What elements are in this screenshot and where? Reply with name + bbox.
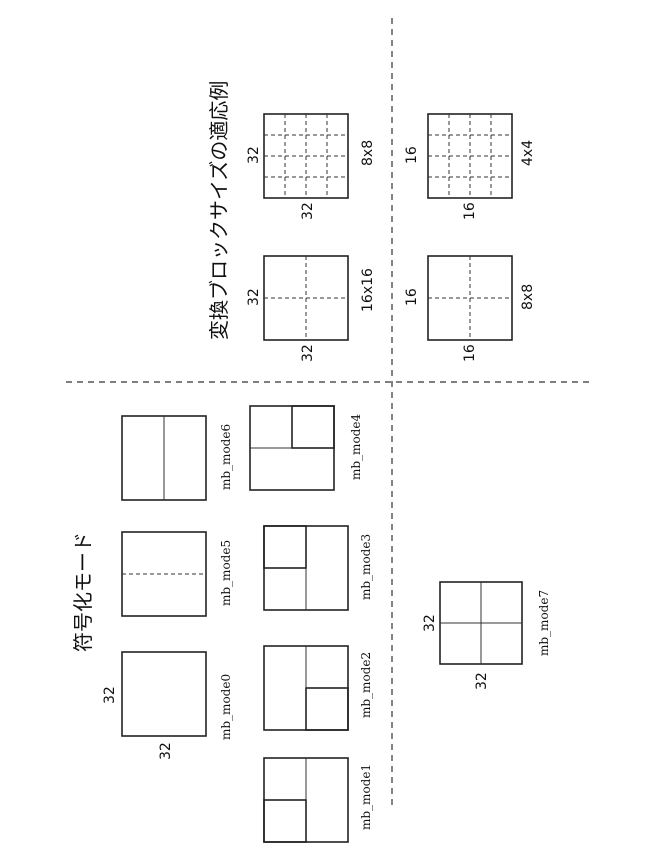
mb-mode6-label: mb_mode6 bbox=[219, 424, 233, 490]
transform-8x8-large-height: 32 bbox=[246, 146, 262, 164]
transform-4x4-height: 16 bbox=[404, 146, 420, 164]
transform-8x8-small-label: 8x8 bbox=[520, 284, 536, 310]
coding-mode-title: 符号化モード bbox=[71, 532, 95, 652]
mb-mode3-label: mb_mode3 bbox=[359, 534, 373, 600]
mb-mode7-block: 32 32 mb_mode7 bbox=[422, 582, 551, 690]
mb-mode1-label: mb_mode1 bbox=[359, 764, 373, 830]
mb-mode0-size-top: 32 bbox=[102, 686, 118, 704]
transform-size-title: 変換ブロックサイズの適応例 bbox=[207, 81, 231, 340]
mb-mode7-size-side: 32 bbox=[474, 672, 490, 690]
transform-16x16-label: 16x16 bbox=[360, 268, 376, 312]
mb-mode0-label: mb_mode0 bbox=[219, 674, 233, 740]
transform-block-16x16: 32 32 16x16 bbox=[246, 256, 376, 362]
mb-mode4-block: mb_mode4 bbox=[250, 406, 363, 490]
mb-mode5-block: mb_mode5 bbox=[122, 532, 233, 616]
mb-mode2-block: mb_mode2 bbox=[264, 646, 373, 730]
transform-16x16-height: 32 bbox=[246, 288, 262, 306]
transform-16x16-width: 32 bbox=[300, 344, 316, 362]
transform-8x8-large-label: 8x8 bbox=[360, 140, 376, 166]
transform-block-8x8-large: 32 32 8x8 bbox=[246, 114, 376, 220]
transform-block-8x8-small: 16 16 8x8 bbox=[404, 256, 536, 362]
mb-mode5-label: mb_mode5 bbox=[219, 540, 233, 606]
mb-mode2-label: mb_mode2 bbox=[359, 652, 373, 718]
mb-mode0-size-side: 32 bbox=[158, 742, 174, 760]
transform-8x8-small-width: 16 bbox=[462, 344, 478, 362]
mb-mode1-block: mb_mode1 bbox=[264, 758, 373, 842]
mb-mode7-label: mb_mode7 bbox=[537, 590, 551, 656]
transform-4x4-width: 16 bbox=[462, 202, 478, 220]
transform-8x8-small-height: 16 bbox=[404, 288, 420, 306]
mb-mode0-block: 32 32 mb_mode0 bbox=[102, 652, 233, 760]
mb-mode6-block: mb_mode6 bbox=[122, 416, 233, 500]
transform-block-4x4: 16 16 4x4 bbox=[404, 114, 536, 220]
mb-mode3-block: mb_mode3 bbox=[264, 526, 373, 610]
transform-4x4-label: 4x4 bbox=[520, 140, 536, 166]
mb-mode7-size-top: 32 bbox=[422, 614, 438, 632]
mb-mode4-label: mb_mode4 bbox=[349, 414, 363, 480]
transform-8x8-large-width: 32 bbox=[300, 202, 316, 220]
